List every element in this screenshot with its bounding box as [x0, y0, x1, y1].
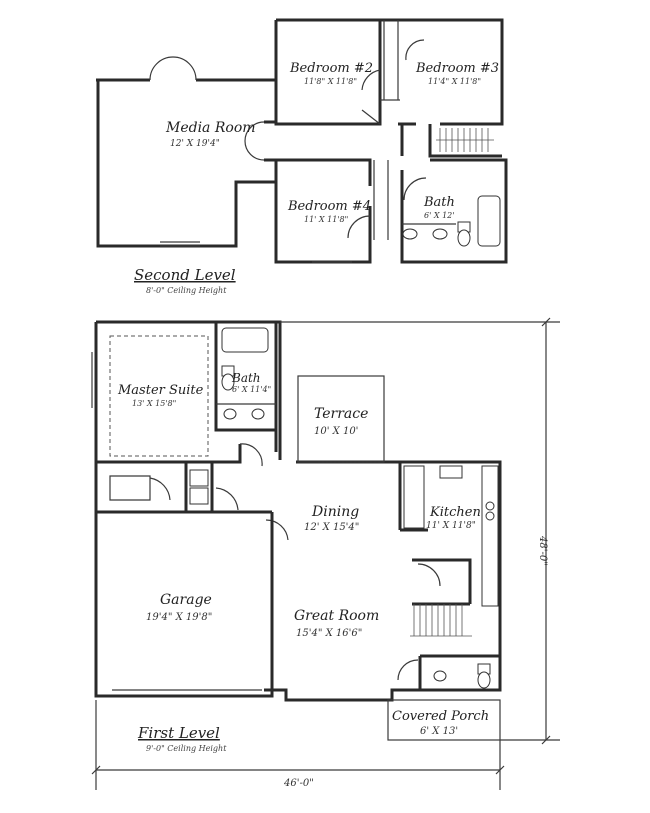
dining-size: 12' X 15'4" — [304, 522, 359, 533]
bath-door — [403, 177, 427, 201]
master-bath-size: 6' X 11'4" — [232, 385, 271, 394]
range-icon — [485, 511, 495, 521]
upper-bath-size: 6' X 12' — [424, 211, 454, 220]
master-bath-label: Bath — [231, 371, 261, 385]
overall-width-dimension — [91, 700, 505, 790]
second-level-title: Second Level — [134, 266, 236, 284]
second-level-plan — [96, 18, 508, 264]
closet-door-arc — [149, 477, 171, 501]
terrace-size: 10' X 10' — [314, 426, 358, 437]
bedroom-4-label: Bedroom #4 — [287, 199, 371, 214]
stair-treads-lower — [410, 604, 472, 637]
garage-walls — [110, 512, 274, 698]
media-room-bay — [149, 56, 197, 81]
bathtub — [477, 195, 501, 247]
sink-icon — [433, 670, 447, 682]
upper-bath-label: Bath — [423, 195, 455, 210]
master-suite-label: Master Suite — [117, 383, 204, 398]
media-room-label: Media Room — [165, 120, 256, 136]
closet-door — [380, 39, 425, 101]
terrace-label: Terrace — [314, 406, 368, 422]
media-room-size: 12' X 19'4" — [170, 139, 220, 149]
powder-room-walls — [418, 654, 500, 690]
door-swing — [361, 109, 381, 125]
master-suite-ceiling-dashed — [109, 335, 209, 457]
terrace-outline — [297, 375, 385, 463]
first-level-ceiling: 9'-0" Ceiling Height — [146, 744, 227, 753]
garage-size: 19'4" X 19'8" — [146, 612, 212, 623]
kitchen-label: Kitchen — [429, 505, 481, 520]
sink-icon — [402, 228, 418, 240]
second-level-ceiling: 8'-0" Ceiling Height — [146, 286, 227, 295]
stair-door-arc — [417, 563, 441, 587]
covered-porch-size: 6' X 13' — [420, 726, 458, 737]
bath-door-arc — [239, 443, 263, 467]
covered-porch-label: Covered Porch — [392, 709, 489, 724]
master-bath-walls — [214, 322, 276, 432]
sink-icon — [439, 465, 463, 479]
kitchen-walls — [398, 462, 428, 532]
bedroom-4-door — [347, 215, 371, 239]
closet-shelf — [109, 475, 151, 501]
great-room-size: 15'4" X 16'6" — [296, 628, 362, 639]
great-room-label: Great Room — [294, 608, 379, 624]
sink-icon — [223, 408, 237, 420]
bedroom-2-label: Bedroom #2 — [289, 61, 373, 76]
master-suite-size: 13' X 15'8" — [132, 399, 176, 408]
overall-width-label: 46'-0" — [283, 778, 314, 789]
toilet-icon — [477, 671, 491, 689]
hall-walls — [400, 124, 502, 158]
washer-icon — [189, 469, 209, 487]
porch-door-arc — [397, 659, 419, 681]
kitchen-size: 11' X 11'8" — [426, 521, 476, 531]
bedroom-4-size: 11' X 11'8" — [304, 215, 348, 224]
stair-treads-upper — [436, 128, 494, 152]
media-room-door-arc — [244, 121, 265, 161]
garage-door-arc — [265, 519, 289, 541]
hall-door-arc — [215, 487, 239, 511]
dryer-icon — [189, 487, 209, 505]
laundry-walls — [96, 462, 272, 514]
stair-walls — [412, 558, 472, 606]
sink-icon — [251, 408, 265, 420]
first-level-title: First Level — [137, 724, 220, 742]
bedroom-2-size: 11'8" X 11'8" — [304, 77, 357, 86]
upper-bath-walls — [400, 158, 508, 264]
first-level-plan — [91, 320, 502, 741]
kitchen-island — [403, 465, 425, 529]
toilet-icon — [457, 229, 471, 247]
dining-label: Dining — [311, 504, 359, 520]
door-arc — [361, 69, 381, 91]
overall-depth-label: 48'-0" — [537, 535, 548, 566]
bedroom-3-label: Bedroom #3 — [415, 61, 499, 76]
bedroom-3-size: 11'4" X 11'8" — [428, 77, 481, 86]
media-room-walls — [96, 78, 278, 248]
toilet-icon — [221, 373, 235, 391]
bathtub — [221, 327, 269, 353]
covered-porch-outline — [387, 699, 501, 741]
garage-label: Garage — [160, 592, 212, 608]
range-icon — [485, 501, 495, 511]
kitchen-counter — [481, 465, 499, 607]
overall-depth-dimension — [280, 317, 560, 745]
sink-icon — [432, 228, 448, 240]
